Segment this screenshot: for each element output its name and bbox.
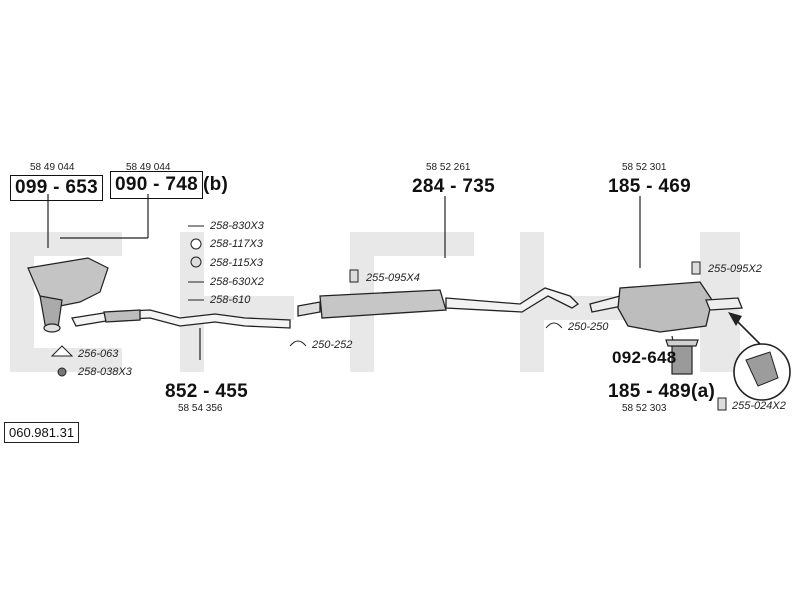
accessory-label[interactable]: 255-095X4 xyxy=(366,272,420,284)
hanger-drawing xyxy=(665,339,699,375)
part-number-manifold-b-value: 090 - 748 xyxy=(110,171,203,199)
middle-pipe-drawing xyxy=(297,287,580,319)
part-number-manifold-b[interactable]: 090 - 748(b) xyxy=(110,171,229,199)
part-number-rear-a[interactable]: 185 - 489(a) xyxy=(608,382,715,401)
rear-silencer-drawing xyxy=(589,281,743,333)
oe-number-rear-a: 58 52 303 xyxy=(622,403,667,414)
diagram-number: 060.981.31 xyxy=(4,422,80,443)
accessory-label[interactable]: 258-830X3 xyxy=(210,220,264,232)
accessory-label[interactable]: 256-063 xyxy=(78,348,119,360)
front-pipe-drawing xyxy=(71,309,291,329)
oe-number-manifold: 58 49 044 xyxy=(30,162,75,173)
part-number-middle[interactable]: 284 - 735 xyxy=(412,176,495,197)
part-number-manifold[interactable]: 099 - 653 xyxy=(10,175,103,201)
oe-number-rear: 58 52 301 xyxy=(622,162,667,173)
accessory-label[interactable]: 258-115X3 xyxy=(210,257,264,269)
accessory-label[interactable]: 258-630X2 xyxy=(210,276,264,288)
detail-circle xyxy=(728,312,791,401)
oe-number-manifold-b: 58 49 044 xyxy=(126,162,171,173)
accessory-label[interactable]: 258-038X3 xyxy=(78,366,132,378)
accessory-label[interactable]: 250-252 xyxy=(312,339,353,351)
oe-number-front-pipe: 58 54 356 xyxy=(178,403,223,414)
accessory-label[interactable]: 250-250 xyxy=(568,321,609,333)
part-suffix-a: (a) xyxy=(691,381,716,402)
accessory-label[interactable]: 258-117X3 xyxy=(210,238,264,250)
part-number-rear[interactable]: 185 - 469 xyxy=(608,176,691,197)
manifold-drawing xyxy=(27,257,109,333)
accessory-icons xyxy=(50,225,727,411)
accessory-label[interactable]: 255-095X2 xyxy=(708,263,762,275)
part-number-rear-a-value: 185 - 489 xyxy=(608,381,691,402)
part-number-hanger[interactable]: 092-648 xyxy=(612,348,677,367)
accessory-label[interactable]: 255-024X2 xyxy=(732,400,786,412)
oe-number-middle: 58 52 261 xyxy=(426,162,471,173)
part-number-front-pipe[interactable]: 852 - 455 xyxy=(165,381,248,402)
part-suffix-b: (b) xyxy=(203,174,229,195)
accessory-label[interactable]: 258-610 xyxy=(210,294,251,306)
